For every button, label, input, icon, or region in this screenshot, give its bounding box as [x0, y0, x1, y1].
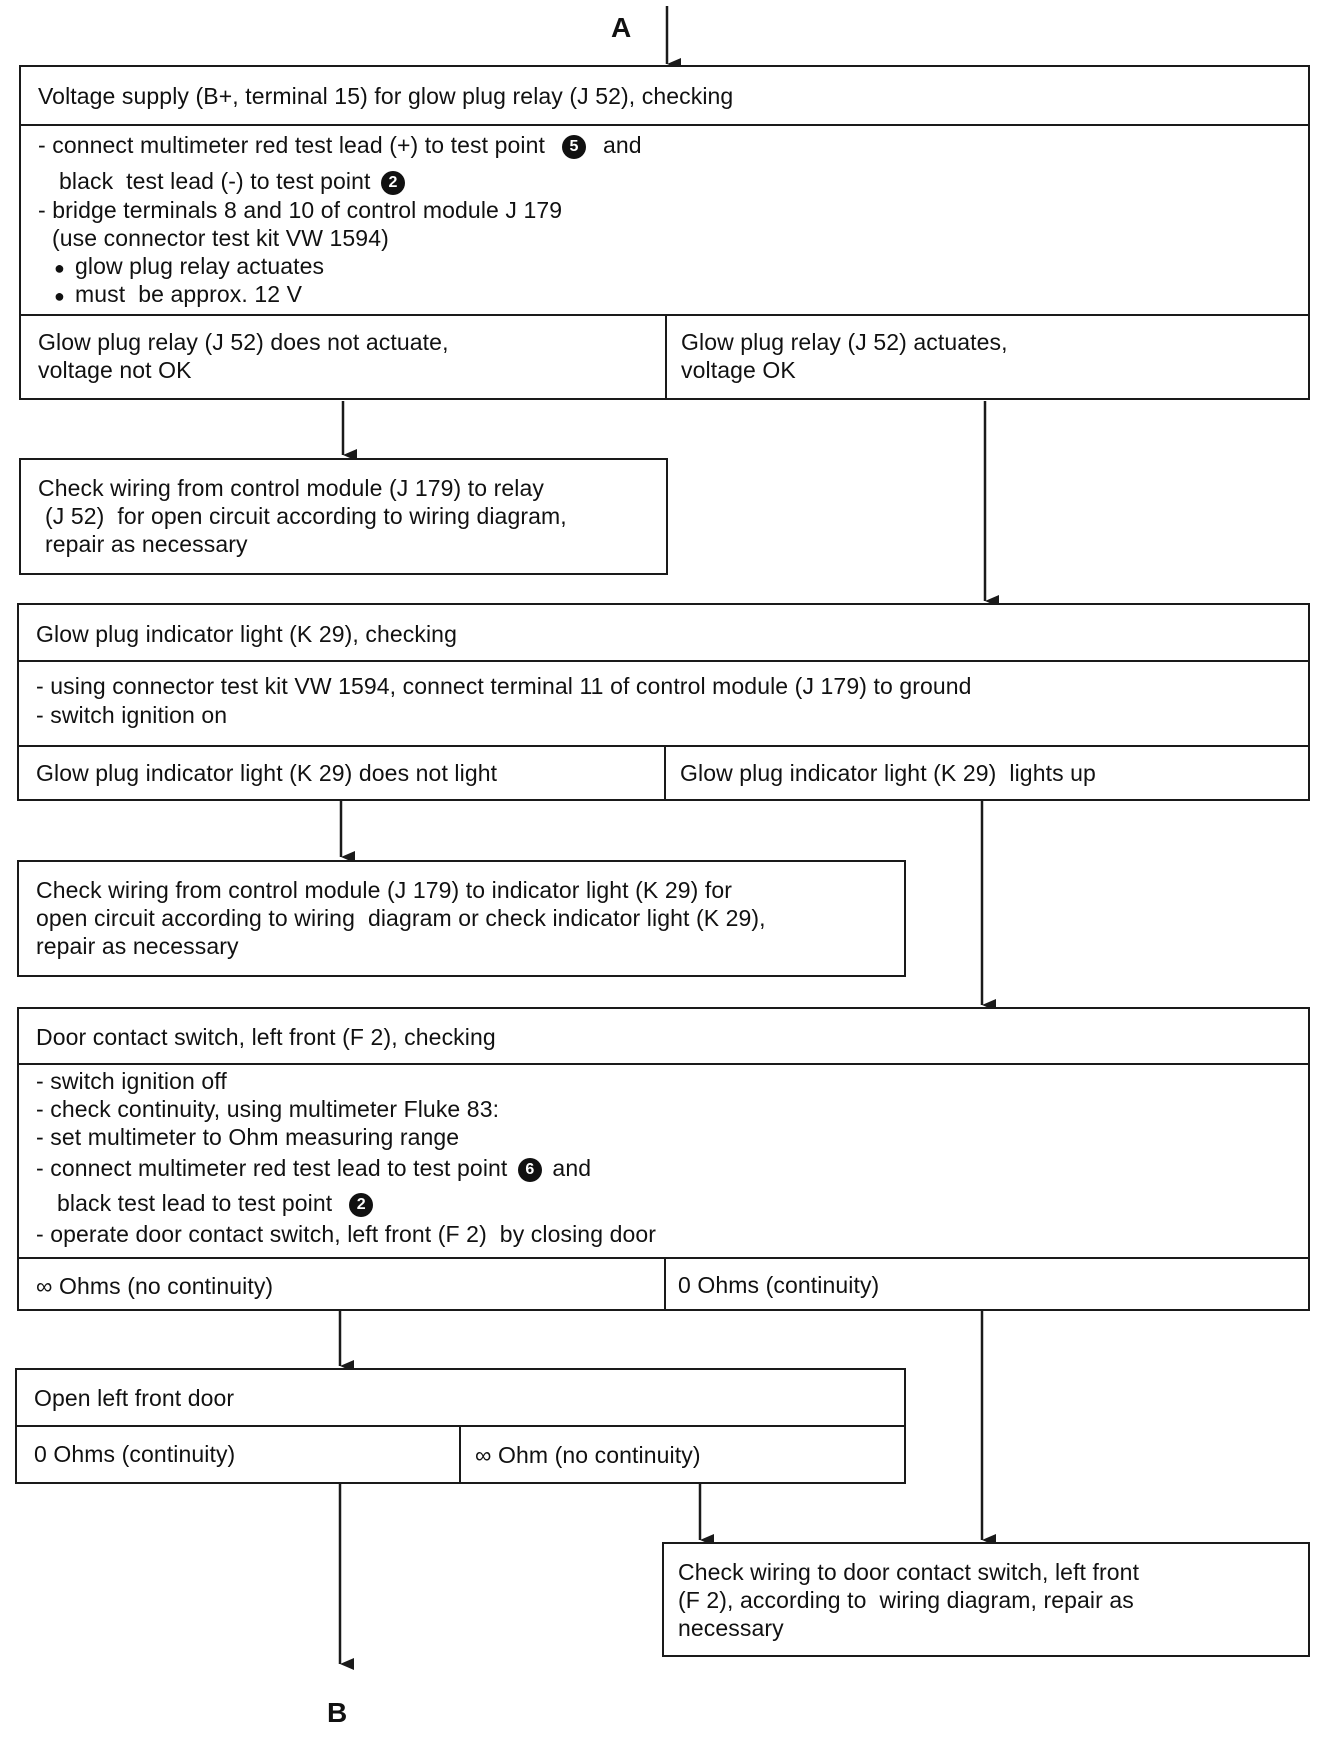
voltage-step-4: (use connector test kit VW 1594) — [52, 225, 389, 251]
voltage-result-left-2: voltage not OK — [38, 357, 192, 383]
relay-wiring-line-1: Check wiring from control module (J 179)… — [38, 475, 544, 501]
marker-a: A — [611, 12, 632, 43]
indicator-result-right: Glow plug indicator light (K 29) lights … — [680, 760, 1096, 786]
door-check-steps: - switch ignition off - check continuity… — [19, 1063, 1308, 1257]
voltage-result-right-1: Glow plug relay (J 52) actuates, — [681, 329, 1008, 355]
indicator-wiring-line-2: open circuit according to wiring diagram… — [36, 905, 766, 931]
indicator-check-title: Glow plug indicator light (K 29), checki… — [36, 621, 457, 647]
door-step-1: - switch ignition off — [36, 1068, 227, 1094]
door-result-left: ∞ Ohms (no continuity) — [36, 1273, 274, 1299]
door-result-right: 0 Ohms (continuity) — [678, 1272, 880, 1298]
result-divider — [664, 1259, 666, 1309]
door-wiring-line-1: Check wiring to door contact switch, lef… — [678, 1559, 1140, 1585]
open-door-box: Open left front door 0 Ohms (continuity)… — [15, 1368, 906, 1484]
door-step-6: - operate door contact switch, left fron… — [36, 1221, 657, 1247]
open-door-title: Open left front door — [34, 1385, 235, 1411]
test-point-2-icon: 2 — [381, 170, 405, 195]
relay-wiring-line-2: (J 52) for open circuit according to wir… — [45, 503, 567, 529]
door-wiring-line-2: (F 2), according to wiring diagram, repa… — [678, 1587, 1134, 1613]
indicator-result-left: Glow plug indicator light (K 29) does no… — [36, 760, 498, 786]
result-divider — [459, 1427, 461, 1482]
bullet-icon: ● — [54, 258, 65, 278]
voltage-check-results: Glow plug relay (J 52) does not actuate,… — [21, 314, 1308, 398]
door-check-results: ∞ Ohms (no continuity) 0 Ohms (continuit… — [19, 1257, 1308, 1309]
voltage-step-2: black test lead (-) to test point 2 — [59, 167, 409, 196]
test-point-2-icon: 2 — [349, 1192, 374, 1217]
bullet-icon: ● — [54, 286, 65, 306]
test-point-6-icon: 6 — [517, 1157, 542, 1182]
voltage-step-3: - bridge terminals 8 and 10 of control m… — [38, 197, 563, 223]
indicator-check-steps: - using connector test kit VW 1594, conn… — [19, 660, 1308, 745]
door-check-title: Door contact switch, left front (F 2), c… — [36, 1024, 496, 1050]
open-door-results: 0 Ohms (continuity) ∞ Ohm (no continuity… — [17, 1425, 904, 1482]
door-step-3: - set multimeter to Ohm measuring range — [36, 1124, 460, 1150]
voltage-step-1: - connect multimeter red test lead (+) t… — [38, 132, 642, 159]
door-step-4: - connect multimeter red test lead to te… — [36, 1155, 592, 1182]
voltage-bullet-1: ●glow plug relay actuates — [54, 253, 325, 279]
voltage-check-box: Voltage supply (B+, terminal 15) for glo… — [19, 65, 1310, 400]
door-check-box: Door contact switch, left front (F 2), c… — [17, 1007, 1310, 1311]
indicator-wiring-line-3: repair as necessary — [36, 933, 239, 959]
door-step-2: - check continuity, using multimeter Flu… — [36, 1096, 500, 1122]
indicator-check-box: Glow plug indicator light (K 29), checki… — [17, 603, 1310, 801]
marker-b: B — [327, 1697, 348, 1728]
indicator-wiring-line-1: Check wiring from control module (J 179)… — [36, 877, 732, 903]
open-door-result-left: 0 Ohms (continuity) — [34, 1441, 236, 1467]
indicator-wiring-box: Check wiring from control module (J 179)… — [17, 860, 906, 977]
result-divider — [664, 747, 666, 799]
indicator-check-results: Glow plug indicator light (K 29) does no… — [19, 745, 1308, 799]
relay-wiring-box: Check wiring from control module (J 179)… — [19, 458, 668, 575]
indicator-step-2: - switch ignition on — [36, 702, 228, 728]
relay-wiring-line-3: repair as necessary — [45, 531, 248, 557]
result-divider — [665, 316, 667, 398]
door-step-5: black test lead to test point 2 — [57, 1189, 377, 1218]
voltage-check-steps: - connect multimeter red test lead (+) t… — [21, 124, 1308, 314]
indicator-step-1: - using connector test kit VW 1594, conn… — [36, 673, 972, 699]
test-point-5-icon: 5 — [561, 134, 586, 159]
voltage-bullet-2: ●must be approx. 12 V — [54, 281, 303, 307]
door-wiring-line-3: necessary — [678, 1615, 784, 1641]
voltage-result-right-2: voltage OK — [681, 357, 796, 383]
voltage-check-title: Voltage supply (B+, terminal 15) for glo… — [38, 83, 734, 109]
door-wiring-box: Check wiring to door contact switch, lef… — [662, 1542, 1310, 1657]
voltage-result-left-1: Glow plug relay (J 52) does not actuate, — [38, 329, 449, 355]
open-door-result-right: ∞ Ohm (no continuity) — [475, 1442, 701, 1468]
